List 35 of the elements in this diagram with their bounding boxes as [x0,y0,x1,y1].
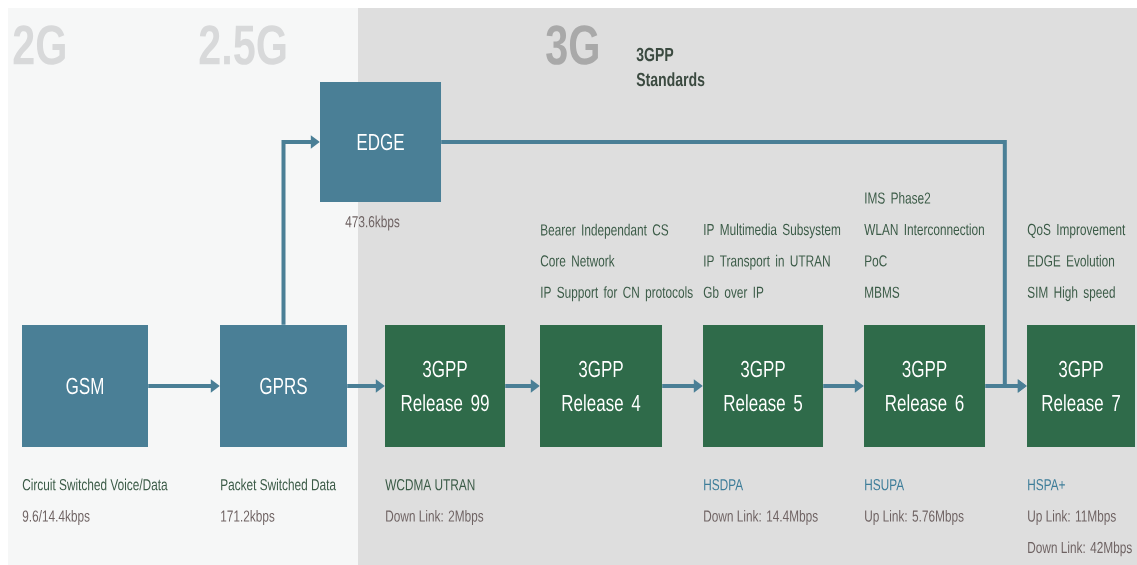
feature-text: IMS Phase2 [865,192,931,204]
release-box: 3GPP Release 5 [703,325,823,447]
rate-text: Down Link: 2Mbps [386,510,484,525]
rate-text: Up Link: 5.76Mbps [865,510,964,525]
feature-text: IP Multimedia Subsystem [704,223,841,239]
rate-text: 473.6kbps [345,215,400,231]
standard-text: HSDPA [704,479,744,491]
caption-text: Packet Switched Data [221,478,336,491]
feature-text: EDGE Evolution [1028,254,1115,267]
feature-text: WLAN Interconnection [864,223,984,236]
rate-text: Down Link: 42Mbps [1028,541,1132,557]
release-box: 3GPP Release 6 [864,325,985,447]
feature-text: IP Support for CN protocols [541,286,693,302]
feature-text: IP Transport in UTRAN [704,254,830,270]
feature-text: MBMS [865,286,900,298]
caption-text: WCDMA UTRAN [385,479,475,491]
feature-text: SIM High speed [1027,286,1115,302]
rate-text: 171.2kbps [221,510,275,525]
heading-text: 3GPP Standards [636,47,705,87]
feature-text: Bearer Independant CS Core Network [540,223,669,267]
standard-text: HSPA+ [1028,479,1065,491]
standard-text: HSUPA [865,479,905,491]
caption-text: Circuit Switched Voice/Data [22,478,168,491]
feature-text: PoC [865,255,887,267]
rate-text: Up Link: 11Mbps [1028,510,1116,525]
release-box: 3GPP Release 99 [385,325,505,447]
rate-text: 9.6/14.4kbps [22,510,90,525]
technology-box: GSM [22,325,148,447]
release-box: 3GPP Release 4 [540,325,662,447]
feature-text: Gb over IP [703,286,764,298]
release-box: 3GPP Release 7 [1027,325,1135,447]
technology-box: GPRS [220,325,347,447]
rate-text: Down Link: 14.4Mbps [704,510,818,525]
feature-text: QoS Improvement [1027,223,1126,239]
technology-box: EDGE [320,82,441,202]
